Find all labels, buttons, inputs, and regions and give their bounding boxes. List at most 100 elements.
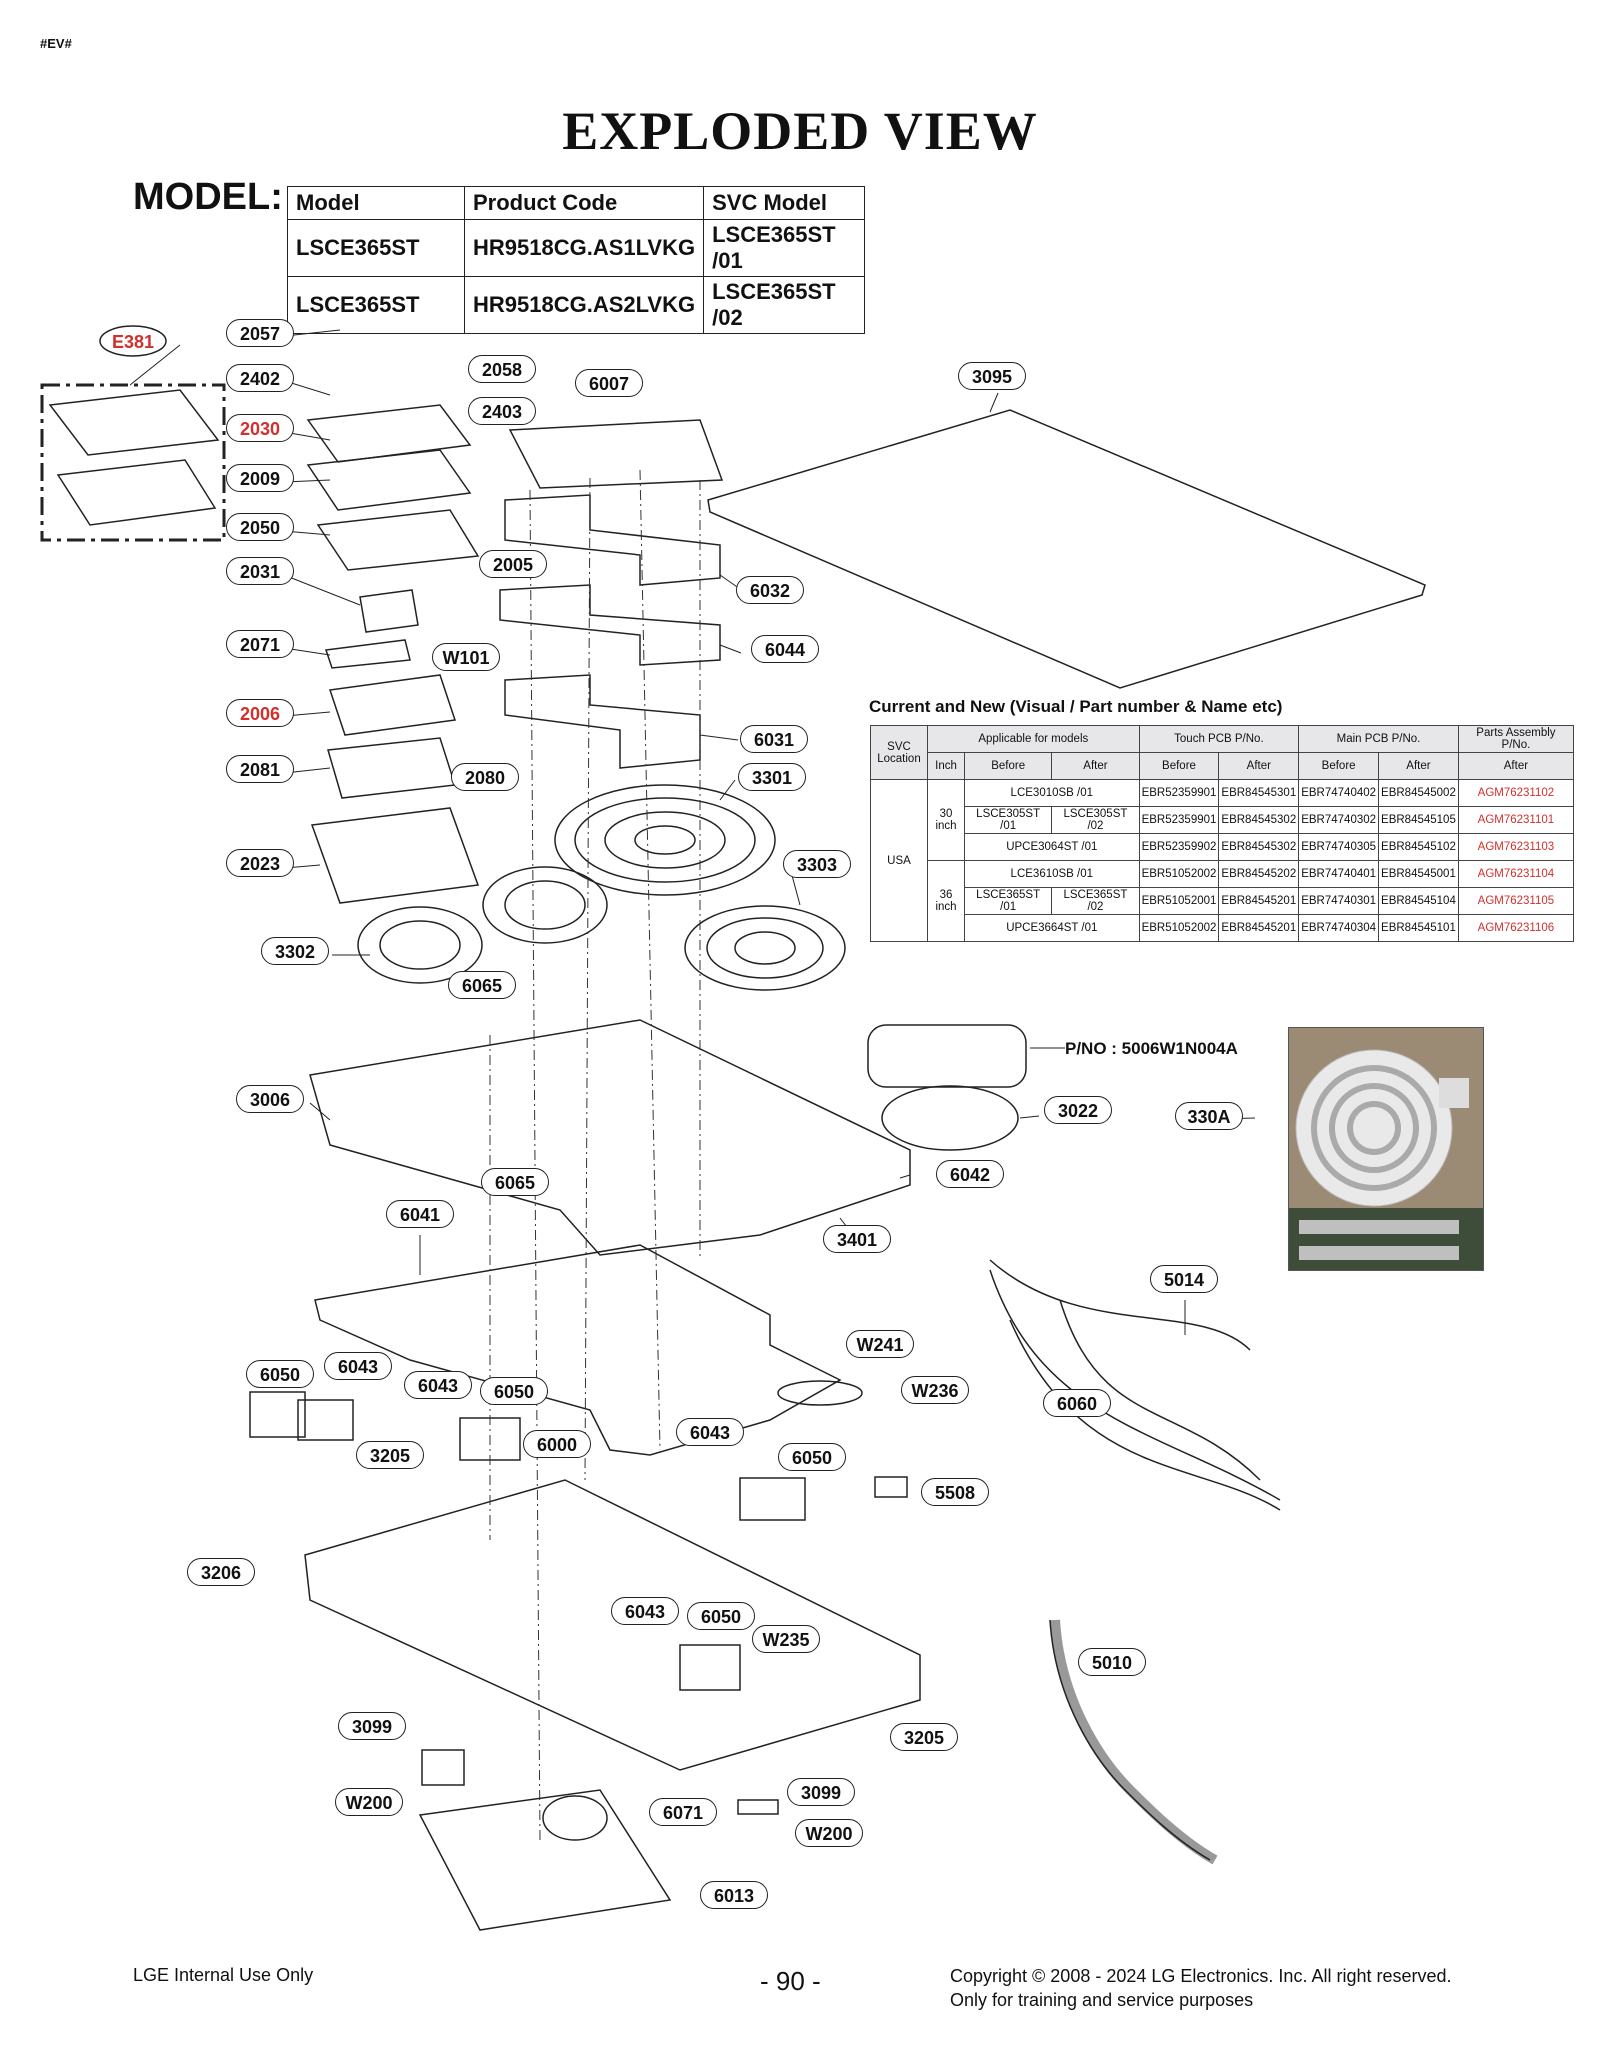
touch-after-cell: EBR84545201: [1218, 914, 1300, 942]
before-header: Before: [963, 752, 1053, 780]
callout-c6050c: 6050: [778, 1443, 846, 1471]
callout-e381: E381: [99, 325, 167, 357]
callout-c6041: 6041: [386, 1200, 454, 1228]
gasket-ring: [867, 1024, 1027, 1088]
callout-c2057: 2057: [226, 319, 294, 347]
after-header: After: [1378, 752, 1459, 780]
touch-after-cell: EBR84545301: [1218, 779, 1300, 807]
callout-c6000: 6000: [523, 1430, 591, 1458]
before-header: Before: [1298, 752, 1380, 780]
callout-c2071: 2071: [226, 630, 294, 658]
e381-assembly-box: [40, 383, 226, 542]
model-table: Model Product Code SVC Model LSCE365ST H…: [287, 186, 866, 334]
burner-3302-left: [357, 906, 483, 984]
callout-c6042: 6042: [936, 1160, 1004, 1188]
callout-c2005: 2005: [479, 550, 547, 578]
main-after-cell: EBR84545105: [1378, 806, 1459, 834]
callout-c6050a: 6050: [246, 1360, 314, 1388]
inch-cell: 30 inch: [927, 779, 965, 861]
model-table-header: Model Product Code SVC Model: [287, 186, 866, 220]
assembly-cell: AGM76231105: [1457, 887, 1575, 915]
touch-after-cell: EBR84545202: [1218, 860, 1300, 888]
callout-c2006: 2006: [226, 699, 294, 727]
callout-w236: W236: [901, 1376, 969, 1404]
callout-c6044: 6044: [751, 635, 819, 663]
frame-2050: [316, 509, 480, 571]
touch-before-cell: EBR51052002: [1138, 914, 1220, 942]
fan-6071: [542, 1795, 608, 1841]
callout-c330a: 330A: [1175, 1102, 1243, 1130]
callout-c3022: 3022: [1044, 1096, 1112, 1124]
parts-assembly-header: Parts Assembly P/No.: [1457, 725, 1575, 753]
touch-before-cell: EBR52359901: [1138, 779, 1220, 807]
callout-w241: W241: [846, 1330, 914, 1358]
callout-c6071: 6071: [649, 1798, 717, 1826]
bracket-6031: [504, 674, 701, 769]
main-before-cell: EBR74740401: [1298, 860, 1380, 888]
model-before-cell: LSCE305ST /01: [963, 806, 1053, 834]
plate-6041: [314, 1244, 842, 1456]
callout-w235: W235: [752, 1625, 820, 1653]
current-new-table: SVC Location Applicable for models Touch…: [870, 725, 1575, 942]
model-table-row: LSCE365ST HR9518CG.AS2LVKG LSCE365ST /02: [287, 276, 866, 334]
footer-copyright-block: Copyright © 2008 - 2024 LG Electronics. …: [950, 1964, 1452, 2012]
bracket-6050-a: [249, 1391, 306, 1438]
model-cell: LCE3010SB /01: [964, 779, 1140, 807]
cn-subheader-row: Inch Before After Before After Before Af…: [871, 752, 1575, 780]
board-2006: [329, 674, 456, 736]
callout-c3302: 3302: [261, 937, 329, 965]
assembly-cell: AGM76231104: [1457, 860, 1575, 888]
assembly-cell: AGM76231103: [1457, 833, 1575, 861]
before-header: Before: [1138, 752, 1220, 780]
svc-model-header: SVC Model: [703, 186, 866, 220]
callout-c2403: 2403: [468, 397, 536, 425]
bracket-6050-c: [739, 1477, 806, 1521]
main-pcb-header: Main PCB P/No.: [1298, 725, 1459, 753]
callout-c6043b: 6043: [404, 1371, 472, 1399]
touch-after-cell: EBR84545302: [1218, 833, 1300, 861]
cn-header-row: SVC Location Applicable for models Touch…: [870, 725, 1575, 780]
case-2023: [310, 807, 480, 904]
burner-3301: [554, 784, 776, 896]
assembly-cell: AGM76231106: [1457, 914, 1575, 942]
callout-c2081: 2081: [226, 755, 294, 783]
main-after-cell: EBR84545104: [1378, 887, 1459, 915]
footer-copyright: Copyright © 2008 - 2024 LG Electronics. …: [950, 1966, 1452, 1986]
svg-text:E381: E381: [112, 332, 154, 352]
callout-c2009: 2009: [226, 464, 294, 492]
callout-c6050d: 6050: [687, 1602, 755, 1630]
model-after-cell: LSCE365ST /02: [1051, 887, 1140, 915]
callout-c2402: 2402: [226, 364, 294, 392]
main-after-cell: EBR84545102: [1378, 833, 1459, 861]
model-cell: LCE3610SB /01: [964, 860, 1140, 888]
callout-c6060: 6060: [1043, 1389, 1111, 1417]
model-label: MODEL:: [133, 176, 283, 218]
callout-c6043d: 6043: [611, 1597, 679, 1625]
heatsink-2080: [327, 737, 456, 799]
main-after-cell: EBR84545101: [1378, 914, 1459, 942]
model-after-cell: LSCE305ST /02: [1051, 806, 1140, 834]
callout-c5010: 5010: [1078, 1648, 1146, 1676]
pno-label: P/NO : 5006W1N004A: [1065, 1039, 1238, 1058]
callout-c3095: 3095: [958, 362, 1026, 390]
board-2030: [306, 404, 472, 463]
burner-photo-330a: [1288, 1027, 1484, 1271]
current-new-title: Current and New (Visual / Part number & …: [869, 697, 1283, 716]
callout-c6031: 6031: [740, 725, 808, 753]
callout-c3205a: 3205: [356, 1441, 424, 1469]
board-2009: [306, 449, 472, 511]
model-before-cell: LSCE365ST /01: [963, 887, 1053, 915]
main-before-cell: EBR74740301: [1298, 887, 1380, 915]
main-board-e381: [56, 459, 217, 526]
callout-c6013: 6013: [700, 1881, 768, 1909]
touch-before-cell: EBR52359902: [1138, 833, 1220, 861]
main-before-cell: EBR74740304: [1298, 914, 1380, 942]
callout-c6043a: 6043: [324, 1352, 392, 1380]
burner-photo-image: [1289, 1028, 1483, 1270]
callout-w200a: W200: [335, 1788, 403, 1816]
